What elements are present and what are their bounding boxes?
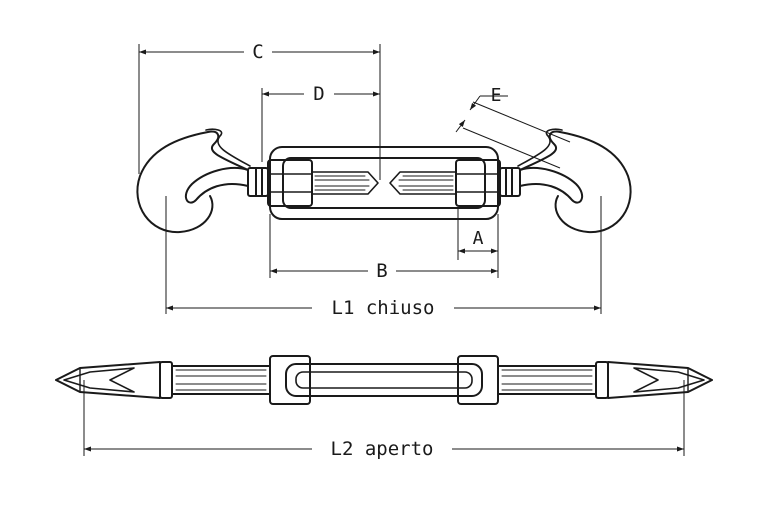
right-hook-tip — [607, 361, 713, 399]
label-c-bg — [246, 40, 270, 62]
right-shank-open — [497, 361, 609, 399]
label-l2-open: L2 aperto — [331, 438, 434, 460]
turnbuckle-body — [267, 146, 501, 220]
left-hook — [136, 128, 251, 234]
turnbuckle-closed-view — [136, 128, 632, 234]
label-l1-closed: L1 chiuso — [332, 297, 435, 319]
dimension-lines-top — [138, 44, 602, 314]
left-shank — [247, 167, 269, 197]
turnbuckle-body-open — [269, 355, 499, 405]
right-shank — [499, 167, 521, 197]
label-e: E — [491, 85, 502, 106]
label-c: C — [252, 41, 263, 63]
left-hook-tip — [55, 361, 161, 399]
left-shank-open — [159, 361, 271, 399]
label-d: D — [313, 83, 324, 105]
dimension-lines-bottom — [83, 380, 685, 456]
label-b: B — [376, 260, 387, 282]
turnbuckle-open-view — [55, 355, 713, 405]
threaded-rods — [311, 171, 457, 195]
label-a: A — [473, 228, 484, 249]
right-hook — [517, 128, 632, 234]
